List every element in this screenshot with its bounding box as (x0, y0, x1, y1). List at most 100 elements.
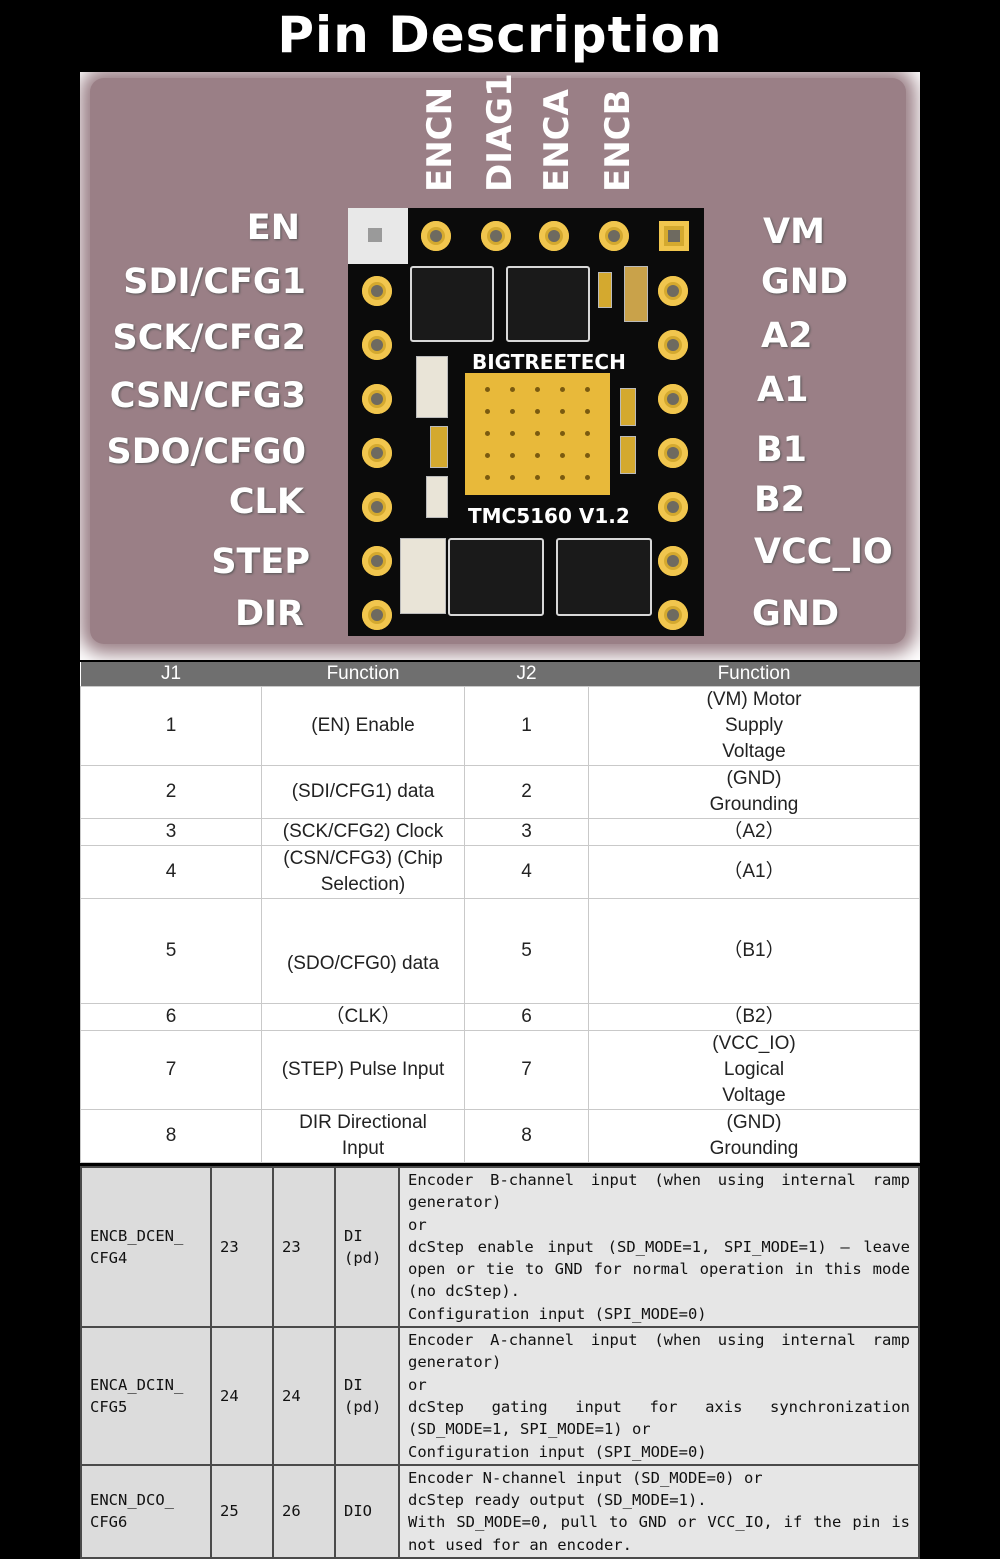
cell-function-j2: (VCC_IO) Logical Voltage (588, 1030, 920, 1110)
cell-pin-type: DI (pd) (334, 1165, 400, 1329)
pad-left (362, 276, 392, 306)
label-diag1: DIAG1 (480, 73, 520, 192)
model-silkscreen: TMC5160 V1.2 (468, 504, 630, 528)
table-row: 2 (SDI/CFG1) data 2 (GND) Grounding (80, 765, 920, 819)
cell-pin-a: 23 (210, 1165, 274, 1329)
label-dir: DIR (234, 594, 304, 634)
cell-j1: 6 (80, 1003, 262, 1031)
en-square-pad (348, 208, 408, 264)
pad-encb (599, 221, 629, 251)
cell-function-j1: (SCK/CFG2) Clock (261, 818, 465, 846)
pad-right (658, 600, 688, 630)
pad-left (362, 330, 392, 360)
cell-pin-type: DIO (334, 1463, 400, 1559)
cell-pin-name: ENCN_DCO_ CFG6 (80, 1463, 212, 1559)
smd-resistor (430, 426, 448, 468)
pad-right (658, 330, 688, 360)
cell-function-j2: （A1） (588, 845, 920, 899)
cell-function-j1: （CLK） (261, 1003, 465, 1031)
cell-pin-a: 24 (210, 1326, 274, 1466)
label-b2: B2 (754, 480, 806, 520)
cell-function-j1: (SDI/CFG1) data (261, 765, 465, 819)
cell-function-j1: (SDO/CFG0) data (261, 898, 465, 1004)
header-j1: J1 (80, 662, 262, 687)
cell-j2: 4 (464, 845, 589, 899)
board-photo: ENCN DIAG1 ENCA ENCB EN SDI/CFG1 SCK/CFG… (80, 72, 920, 660)
cell-j1: 3 (80, 818, 262, 846)
pcb-board: BIGTREETECH TMC5160 V1.2 (348, 208, 704, 636)
mosfet-chip (410, 266, 494, 342)
pin-function-table: J1 Function J2 Function 1 (EN) Enable 1 … (80, 662, 920, 1163)
cell-description: Encoder A-channel input (when using inte… (398, 1326, 920, 1466)
cell-j1: 1 (80, 686, 262, 766)
driver-thermal-pad (465, 373, 610, 495)
label-a2: A2 (761, 316, 813, 356)
table-row: 8 DIR Directional Input 8 (GND) Groundin… (80, 1109, 920, 1163)
table-row: ENCN_DCO_ CFG6 25 26 DIO Encoder N-chann… (80, 1463, 920, 1559)
pad-left (362, 384, 392, 414)
label-csn-cfg3: CSN/CFG3 (109, 376, 306, 416)
label-clk: CLK (228, 482, 304, 522)
table-header-row: J1 Function J2 Function (80, 662, 920, 687)
label-b1: B1 (756, 430, 808, 470)
pad-left (362, 600, 392, 630)
mosfet-chip (506, 266, 590, 342)
cell-j2: 8 (464, 1109, 589, 1163)
pad-left (362, 492, 392, 522)
smd-resistor (620, 436, 636, 474)
header-function-j1: Function (261, 662, 465, 687)
table-row: 4 (CSN/CFG3) (Chip Selection) 4 （A1） (80, 845, 920, 899)
cell-pin-b: 24 (272, 1326, 336, 1466)
cell-j2: 7 (464, 1030, 589, 1110)
cell-j2: 6 (464, 1003, 589, 1031)
cell-function-j1: (STEP) Pulse Input (261, 1030, 465, 1110)
pad-right (658, 438, 688, 468)
encoder-pin-table: ENCB_DCEN_ CFG4 23 23 DI (pd) Encoder B-… (80, 1165, 920, 1559)
table-row: 3 (SCK/CFG2) Clock 3 （A2） (80, 818, 920, 846)
table-row: 7 (STEP) Pulse Input 7 (VCC_IO) Logical … (80, 1030, 920, 1110)
cell-function-j2: (GND) Grounding (588, 1109, 920, 1163)
cell-function-j2: （B2） (588, 1003, 920, 1031)
label-sdo-cfg0: SDO/CFG0 (106, 432, 306, 472)
cell-pin-a: 25 (210, 1463, 274, 1559)
label-vm: VM (763, 212, 825, 252)
smd-capacitor-0805 (416, 356, 448, 418)
label-gnd-top: GND (761, 262, 849, 302)
cell-j1: 7 (80, 1030, 262, 1110)
pad-right (658, 546, 688, 576)
table-row: 5 (SDO/CFG0) data 5 （B1） (80, 898, 920, 1004)
cell-j2: 2 (464, 765, 589, 819)
label-vcc-io: VCC_IO (754, 532, 893, 572)
mosfet-chip (556, 538, 652, 616)
cell-j2: 1 (464, 686, 589, 766)
label-a1: A1 (757, 370, 809, 410)
smd-component (426, 476, 448, 518)
table-row: 1 (EN) Enable 1 (VM) Motor Supply Voltag… (80, 686, 920, 766)
smd-resistor (620, 388, 636, 426)
cell-j1: 8 (80, 1109, 262, 1163)
cell-pin-b: 23 (272, 1165, 336, 1329)
cell-pin-name: ENCB_DCEN_ CFG4 (80, 1165, 212, 1329)
smd-resistor (598, 272, 612, 308)
cell-function-j2: (VM) Motor Supply Voltage (588, 686, 920, 766)
cell-function-j2: （A2） (588, 818, 920, 846)
header-j2: J2 (464, 662, 589, 687)
label-sck-cfg2: SCK/CFG2 (112, 318, 306, 358)
smd-capacitor (624, 266, 648, 322)
cell-j2: 3 (464, 818, 589, 846)
cell-description: Encoder B-channel input (when using inte… (398, 1165, 920, 1329)
cell-pin-b: 26 (272, 1463, 336, 1559)
cell-function-j1: (EN) Enable (261, 686, 465, 766)
cell-j1: 4 (80, 845, 262, 899)
label-sdi-cfg1: SDI/CFG1 (123, 262, 306, 302)
label-encn: ENCN (420, 86, 460, 192)
page-title: Pin Description (277, 6, 723, 64)
table-row: 6 （CLK） 6 （B2） (80, 1003, 920, 1031)
cell-j2: 5 (464, 898, 589, 1004)
table-row: ENCB_DCEN_ CFG4 23 23 DI (pd) Encoder B-… (80, 1165, 920, 1329)
pad-encn (421, 221, 451, 251)
cell-description: Encoder N-channel input (SD_MODE=0) or d… (398, 1463, 920, 1559)
table-row: ENCA_DCIN_ CFG5 24 24 DI (pd) Encoder A-… (80, 1326, 920, 1466)
cell-pin-type: DI (pd) (334, 1326, 400, 1466)
cell-function-j2: (GND) Grounding (588, 765, 920, 819)
